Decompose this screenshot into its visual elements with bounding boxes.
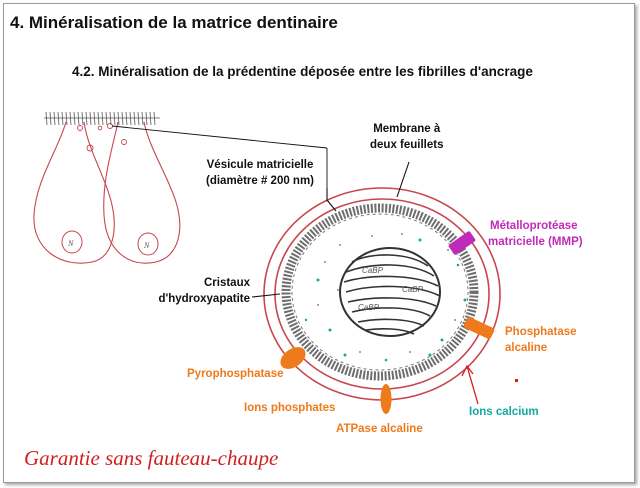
label-cristaux: Cristaux d'hydroxyapatite — [158, 277, 250, 305]
signature-text: Garantie sans fauteau-chaupe — [24, 446, 279, 470]
central-crystal-cluster — [343, 254, 441, 335]
apical-vesicles — [77, 123, 127, 152]
vesicle-outer-membrane — [263, 187, 501, 401]
label-vesicule: Vésicule matricielle (diamètre # 200 nm) — [206, 159, 315, 187]
nucleus-mark-left: N — [67, 239, 74, 248]
red-arrow — [461, 364, 479, 405]
label-ions-calcium: Ions calcium — [469, 406, 539, 418]
cabp-label-2: CaBP — [402, 285, 424, 294]
phosphatase-alcaline-protein — [463, 317, 495, 339]
cabp-label-3: CaBP — [358, 303, 380, 312]
nucleus-right — [137, 232, 159, 256]
slide-title: 4. Minéralisation de la matrice dentinai… — [10, 13, 338, 32]
odontoblast-cell-right — [103, 121, 181, 264]
label-mmp: Métalloprotéase matricielle (MMP) — [488, 220, 583, 248]
nucleus-mark-right: N — [143, 241, 150, 250]
mmp-protein — [448, 231, 476, 255]
brush-border — [44, 111, 160, 126]
slide-subtitle: 4.2. Minéralisation de la prédentine dép… — [72, 64, 533, 79]
label-pyrophosphatase: Pyrophosphatase — [187, 368, 284, 380]
cabp-label-1: CaBP — [362, 266, 384, 275]
pyrophosphatase-protein — [280, 347, 306, 369]
label-membrane: Membrane à deux feuillets — [370, 123, 444, 151]
red-mark — [515, 379, 518, 382]
label-phosphatase-alcaline: Phosphatase alcaline — [505, 326, 577, 354]
odontoblast-cell-left — [33, 121, 115, 264]
label-ions-phosphates: Ions phosphates — [244, 402, 336, 414]
nucleus-left — [61, 230, 83, 254]
vesicle-inner-membrane — [274, 198, 490, 390]
leader-lines — [111, 125, 410, 298]
calcium-ions-inside — [304, 238, 467, 362]
phosphate-ions-inside — [317, 233, 456, 353]
atpase-protein — [380, 384, 392, 414]
crystal-rim — [281, 203, 479, 381]
slide-frame — [3, 3, 635, 483]
label-atpase-alcaline: ATPase alcaline — [336, 423, 423, 435]
